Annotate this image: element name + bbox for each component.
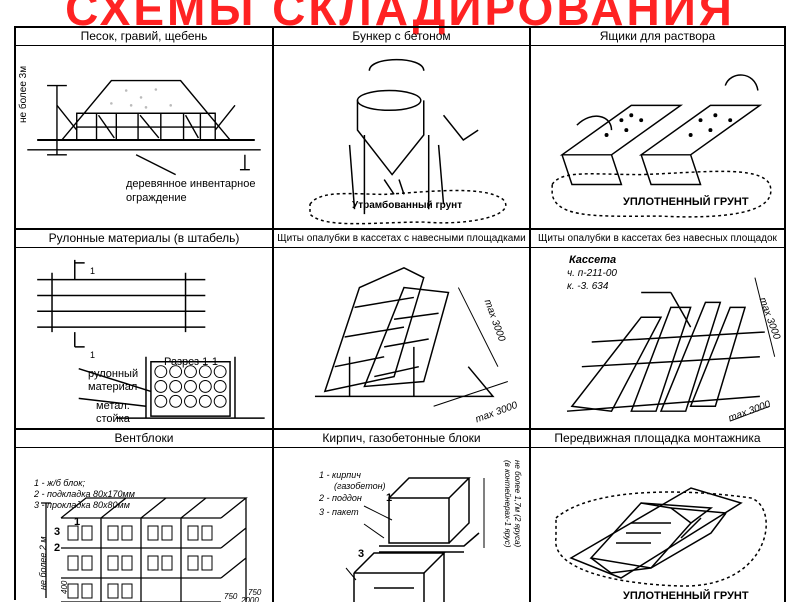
- callout-2: 2: [54, 542, 61, 554]
- callout-3: 3: [54, 526, 61, 538]
- panel-concrete-hopper: Бункер с бетоном Утрамбованный грунт: [274, 28, 531, 230]
- roll-materials-drawing: [37, 259, 265, 419]
- ground-label: УПЛОТНЕННЫЙ ГРУНТ: [623, 590, 749, 602]
- legend-item-3: 3 - пакет: [319, 507, 359, 517]
- panel-sand-gravel: Песок, гравий, щебень не более 3м деревя…: [16, 28, 274, 230]
- roll-material-label-line2: материал: [88, 381, 138, 393]
- metal-post-label-line1: метал.: [96, 400, 130, 412]
- dimension-750-a: 750: [248, 588, 262, 597]
- panel-mobile-platform: Передвижная площадка монтажника УПЛОТНЕН…: [531, 430, 786, 602]
- callout-1: 1: [386, 492, 393, 504]
- panel-caption: Щиты опалубки в кассетах без навесных пл…: [531, 230, 784, 248]
- ground-label: Утрамбованный грунт: [352, 200, 463, 211]
- cassette-code-line2: к. -3. 634: [567, 281, 609, 292]
- section-mark-top: 1: [90, 266, 96, 276]
- storage-schemes-grid: Песок, гравий, щебень не более 3м деревя…: [14, 26, 786, 602]
- page-title: СХЕМЫ СКЛАДИРОВАНИЯ: [65, 0, 735, 35]
- legend-item-1-line1: 1 - кирпич: [319, 470, 361, 480]
- roll-material-label-line1: рулонный: [88, 368, 139, 380]
- height-limit-label: не более 3м: [18, 65, 29, 123]
- container-note: (в контейнерах-1 ярус): [503, 460, 512, 548]
- dimension-400: 400: [60, 580, 69, 594]
- sand-gravel-drawing: [27, 79, 261, 176]
- fence-label-line1: деревянное инвентарное: [126, 178, 256, 190]
- ground-label: УПЛОТНЕННЫЙ ГРУНТ: [623, 196, 749, 208]
- mortar-boxes-drawing: [551, 74, 772, 218]
- section-title: Разрез 1-1: [164, 356, 219, 368]
- legend-item-3: 3 - прокладка 80х80мм: [34, 500, 130, 510]
- concrete-hopper-drawing: [309, 58, 507, 225]
- callout-3: 3: [358, 548, 365, 560]
- panel-mortar-boxes: Ящики для раствора УПЛОТНЕННЫЙ ГРУНТ: [531, 28, 786, 230]
- panel-caption: Передвижная площадка монтажника: [531, 430, 784, 448]
- cassette-code-line1: ч. п-211-00: [567, 268, 617, 279]
- section-mark-bottom: 1: [90, 350, 96, 360]
- panel-vent-blocks: Вентблоки 1 - ж/б блок;: [16, 430, 274, 602]
- panel-formwork-with-platforms: Щиты опалубки в кассетах с навесными пло…: [274, 230, 531, 430]
- brick-blocks-drawing: [345, 477, 485, 602]
- panel-caption: Вентблоки: [16, 430, 272, 448]
- panel-caption: Бункер с бетоном: [274, 28, 529, 46]
- height-limit-label: не более 1,7м (2 яруса): [513, 460, 522, 548]
- legend-item-1-line2: (газобетон): [334, 481, 386, 491]
- panel-brick-blocks: Кирпич, газобетонные блоки 1 - кирпич (г…: [274, 430, 531, 602]
- fence-label-line2: ограждение: [126, 192, 187, 204]
- legend-item-2: 2 - поддон: [319, 493, 362, 503]
- metal-post-label-line2: стойка: [96, 413, 130, 425]
- panel-caption: Рулонные материалы (в штабель): [16, 230, 272, 248]
- dimension-2000: 2000: [241, 596, 259, 602]
- panel-roll-materials: Рулонные материалы (в штабель) 1 1 Разре…: [16, 230, 274, 430]
- vent-blocks-drawing: [41, 497, 248, 602]
- legend-item-1: 1 - ж/б блок;: [34, 478, 85, 488]
- formwork-with-platforms-drawing: [314, 266, 508, 407]
- panel-caption: Щиты опалубки в кассетах с навесными пло…: [274, 230, 529, 248]
- formwork-without-platforms-drawing: [566, 277, 776, 422]
- legend-item-2: 2 - подкладка 80х170мм: [34, 489, 135, 499]
- panel-caption: Кирпич, газобетонные блоки: [274, 430, 529, 448]
- cassette-label: Кассета: [569, 254, 617, 266]
- mobile-platform-drawing: [555, 487, 767, 587]
- panel-caption: Ящики для раствора: [531, 28, 784, 46]
- panel-caption: Песок, гравий, щебень: [16, 28, 272, 46]
- height-limit-label: не более 2 м: [38, 536, 48, 590]
- callout-1: 1: [74, 516, 81, 528]
- panel-formwork-without-platforms: Щиты опалубки в кассетах без навесных пл…: [531, 230, 786, 430]
- dimension-750-b: 750: [224, 592, 238, 601]
